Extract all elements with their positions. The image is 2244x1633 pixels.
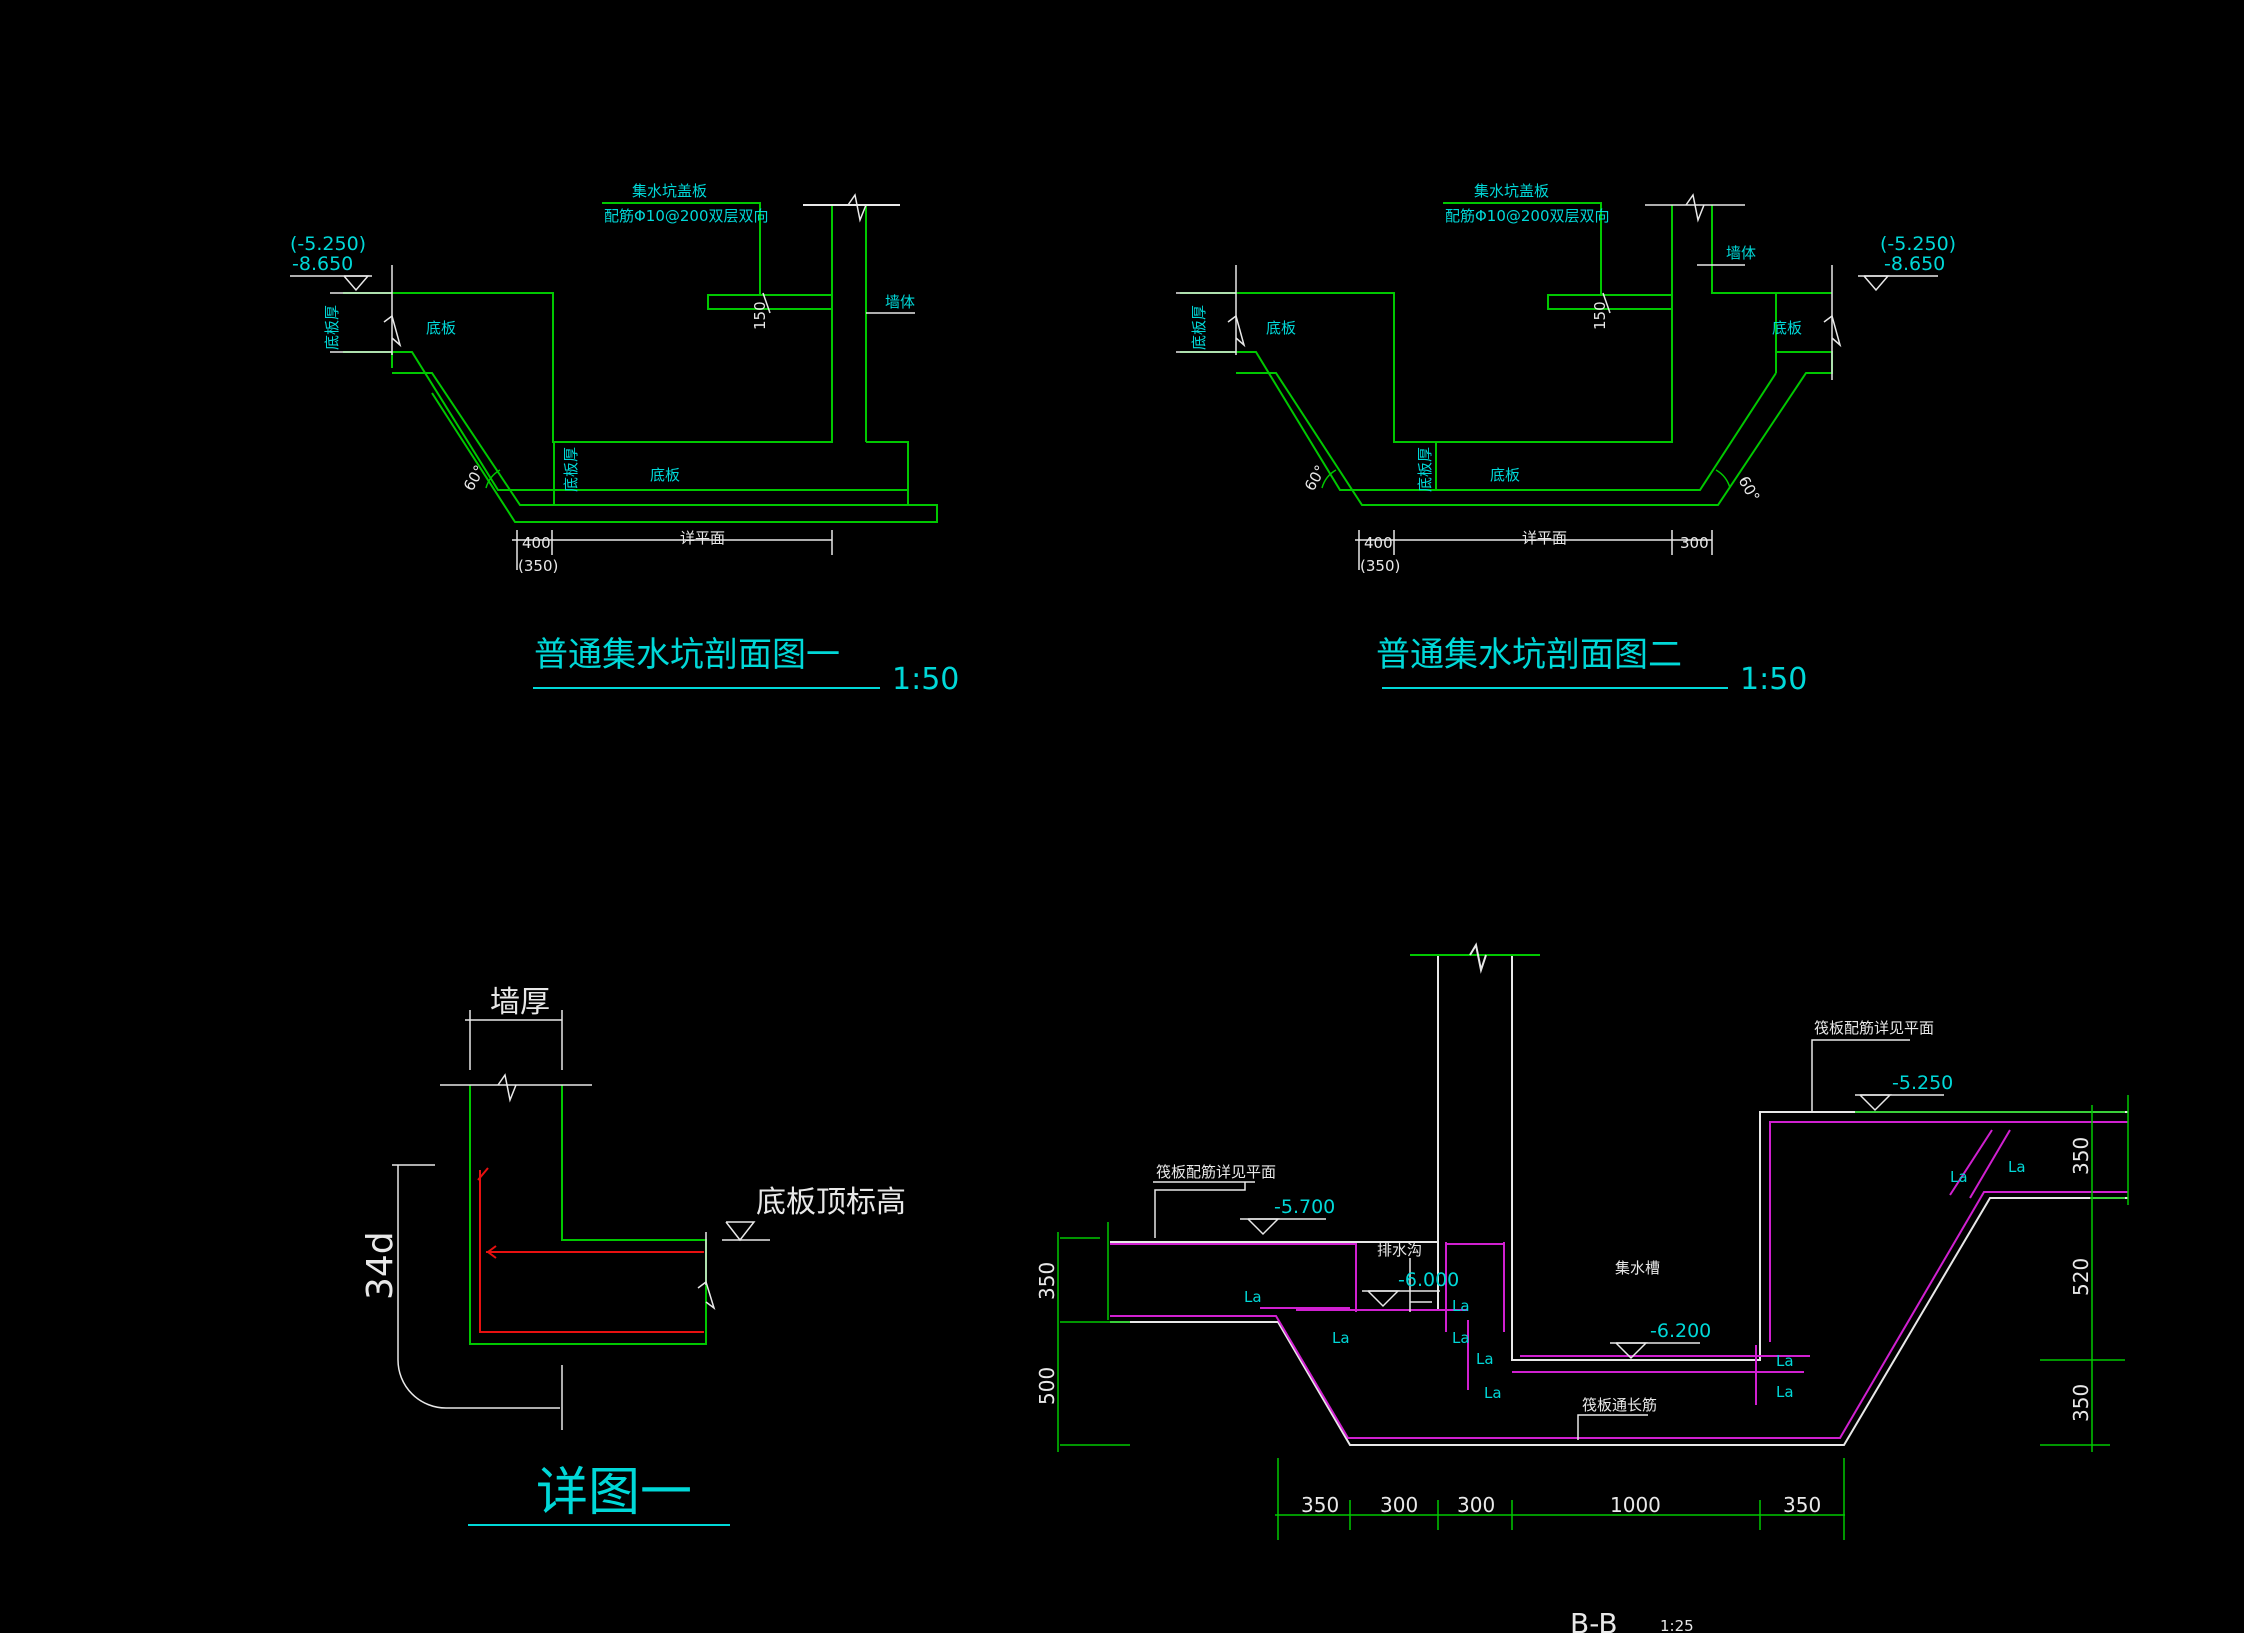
dim-bottom-2: 300	[1380, 1493, 1418, 1517]
la-label: La	[1244, 1288, 1262, 1306]
slab-label-left: 底板	[1266, 319, 1296, 337]
note-right: 筏板配筋详见平面	[1814, 1019, 1934, 1037]
la-label: La	[1332, 1329, 1350, 1347]
dim-plan: 详平面	[1522, 529, 1567, 547]
section-one-annotation-lines	[290, 193, 915, 570]
elev-5700: -5.700	[1274, 1196, 1335, 1218]
slab-thickness-label: 底板厚	[323, 305, 341, 350]
dim-bottom-5: 350	[1783, 1493, 1821, 1517]
section-two-labels: 集水坑盖板 配筋Φ10@200双层双向 (-5.250) -8.650 底板厚 …	[1190, 182, 1956, 697]
detail-one-annotation-lines	[392, 1010, 770, 1430]
section-bb-dimension-labels: 350 500 350 520 350 350 300 300 1000 350	[1035, 1137, 2093, 1517]
dim-150: 150	[751, 301, 769, 330]
slab-label-bottom: 底板	[650, 466, 680, 484]
section-two: 集水坑盖板 配筋Φ10@200双层双向 (-5.250) -8.650 底板厚 …	[1176, 182, 1956, 697]
drain-ditch-label: 排水沟	[1377, 1241, 1422, 1259]
section-bb-scale: 1:25	[1660, 1617, 1694, 1633]
anchor-length-label: 34d	[360, 1231, 401, 1300]
dim-right-520: 520	[2069, 1258, 2093, 1296]
section-one-title: 普通集水坑剖面图一	[534, 635, 840, 675]
detail-one: 墙厚 34d 底板顶标高 详图一	[360, 985, 906, 1526]
dim-right-350-bot: 350	[2069, 1384, 2093, 1422]
section-bb-dimension-lines	[1057, 1095, 2129, 1540]
cover-note-1: 集水坑盖板	[1474, 182, 1549, 200]
slab-label-left: 底板	[426, 319, 456, 337]
la-label: La	[1484, 1384, 1502, 1402]
cover-note-2: 配筋Φ10@200双层双向	[604, 207, 769, 225]
dim-300: 300	[1680, 534, 1709, 552]
dim-350: (350)	[518, 557, 558, 575]
dim-bottom-4: 1000	[1610, 1493, 1661, 1517]
cover-note-1: 集水坑盖板	[632, 182, 707, 200]
wall-thickness-label: 墙厚	[490, 985, 550, 1020]
note-left: 筏板配筋详见平面	[1156, 1163, 1276, 1181]
cover-note-2: 配筋Φ10@200双层双向	[1445, 207, 1610, 225]
la-label: La	[1776, 1383, 1794, 1401]
dim-400: 400	[1364, 534, 1393, 552]
dim-400: 400	[522, 534, 551, 552]
section-two-structure	[1180, 202, 1833, 506]
dim-plan: 详平面	[680, 529, 725, 547]
dim-left-500: 500	[1035, 1367, 1059, 1405]
slab-thickness-pit: 底板厚	[562, 447, 580, 492]
detail-one-labels: 墙厚 34d 底板顶标高 详图一	[360, 985, 906, 1523]
slab-thickness-label: 底板厚	[1190, 305, 1208, 350]
la-label: La	[1452, 1329, 1470, 1347]
section-two-title: 普通集水坑剖面图二	[1376, 635, 1682, 675]
section-bb: 350 500 350 520 350 350 300 300 1000 350…	[1035, 942, 2129, 1633]
wall-label: 墙体	[1726, 244, 1756, 262]
through-bar-label: 筏板通长筋	[1582, 1396, 1657, 1414]
dim-bottom-1: 350	[1301, 1493, 1339, 1517]
dim-left-350: 350	[1035, 1262, 1059, 1300]
dim-right-350-top: 350	[2069, 1137, 2093, 1175]
elev-5250: -5.250	[1892, 1072, 1953, 1094]
slab-label-right: 底板	[1772, 319, 1802, 337]
section-bb-title: B-B	[1570, 1607, 1618, 1633]
elevation-main: -8.650	[292, 253, 353, 275]
dim-150: 150	[1591, 301, 1609, 330]
elev-6000: -6.000	[1398, 1269, 1459, 1291]
section-two-scale: 1:50	[1740, 662, 1807, 697]
detail-one-structure	[469, 1085, 707, 1345]
slab-label-bottom: 底板	[1490, 466, 1520, 484]
dim-350: (350)	[1360, 557, 1400, 575]
section-one: 集水坑盖板 配筋Φ10@200双层双向 (-5.250) -8.650 底板厚 …	[290, 182, 959, 697]
detail-one-title: 详图一	[536, 1463, 692, 1523]
section-bb-annotation-lines	[1153, 1039, 1944, 1440]
detail-one-rebar	[477, 1167, 704, 1333]
la-label: La	[1950, 1168, 1968, 1186]
elevation-alt: (-5.250)	[290, 233, 366, 255]
section-bb-labels: 筏板配筋详见平面 筏板配筋详见平面 -5.700 -6.000 -6.200 -…	[1156, 1019, 2026, 1633]
slab-thickness-pit: 底板厚	[1416, 447, 1434, 492]
dim-bottom-3: 300	[1457, 1493, 1495, 1517]
slab-top-elevation-label: 底板顶标高	[756, 1185, 906, 1220]
section-two-annotation-lines	[1176, 193, 1938, 570]
la-label: La	[2008, 1158, 2026, 1176]
la-label: La	[1452, 1297, 1470, 1315]
section-one-scale: 1:50	[892, 662, 959, 697]
section-one-labels: 集水坑盖板 配筋Φ10@200双层双向 (-5.250) -8.650 底板厚 …	[290, 182, 959, 697]
elevation-alt: (-5.250)	[1880, 233, 1956, 255]
wall-label: 墙体	[885, 293, 915, 311]
la-label: La	[1776, 1352, 1794, 1370]
la-label: La	[1476, 1350, 1494, 1368]
elev-6200: -6.200	[1650, 1320, 1711, 1342]
section-one-structure	[343, 202, 938, 523]
elevation-main: -8.650	[1884, 253, 1945, 275]
section-bb-rebar	[1110, 1121, 2128, 1439]
sump-label: 集水槽	[1615, 1259, 1660, 1277]
